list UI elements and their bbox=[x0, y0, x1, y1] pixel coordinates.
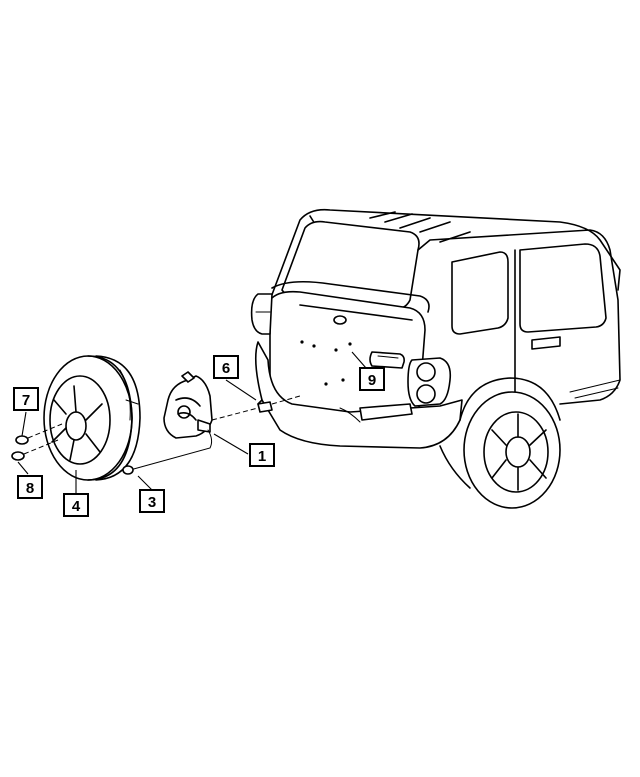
lug-nut-illustration bbox=[11, 423, 63, 461]
callout-4: 4 bbox=[63, 493, 89, 517]
callout-3: 3 bbox=[139, 489, 165, 513]
svg-text:3: 3 bbox=[148, 494, 156, 511]
leader-lines bbox=[17, 351, 367, 494]
svg-text:8: 8 bbox=[26, 480, 34, 497]
svg-text:7: 7 bbox=[22, 392, 30, 409]
svg-text:4: 4 bbox=[72, 498, 81, 515]
callout-9: 9 bbox=[359, 367, 385, 391]
callout-8: 8 bbox=[17, 475, 43, 499]
tire-carrier-illustration bbox=[122, 371, 301, 475]
callout-7: 7 bbox=[13, 387, 39, 411]
svg-text:9: 9 bbox=[368, 372, 376, 389]
vehicle-illustration bbox=[250, 208, 621, 509]
spare-wheel-illustration bbox=[43, 355, 141, 481]
callout-1: 1 bbox=[249, 443, 275, 467]
callout-6: 6 bbox=[213, 355, 239, 379]
svg-text:6: 6 bbox=[222, 360, 230, 377]
svg-text:1: 1 bbox=[258, 448, 266, 465]
